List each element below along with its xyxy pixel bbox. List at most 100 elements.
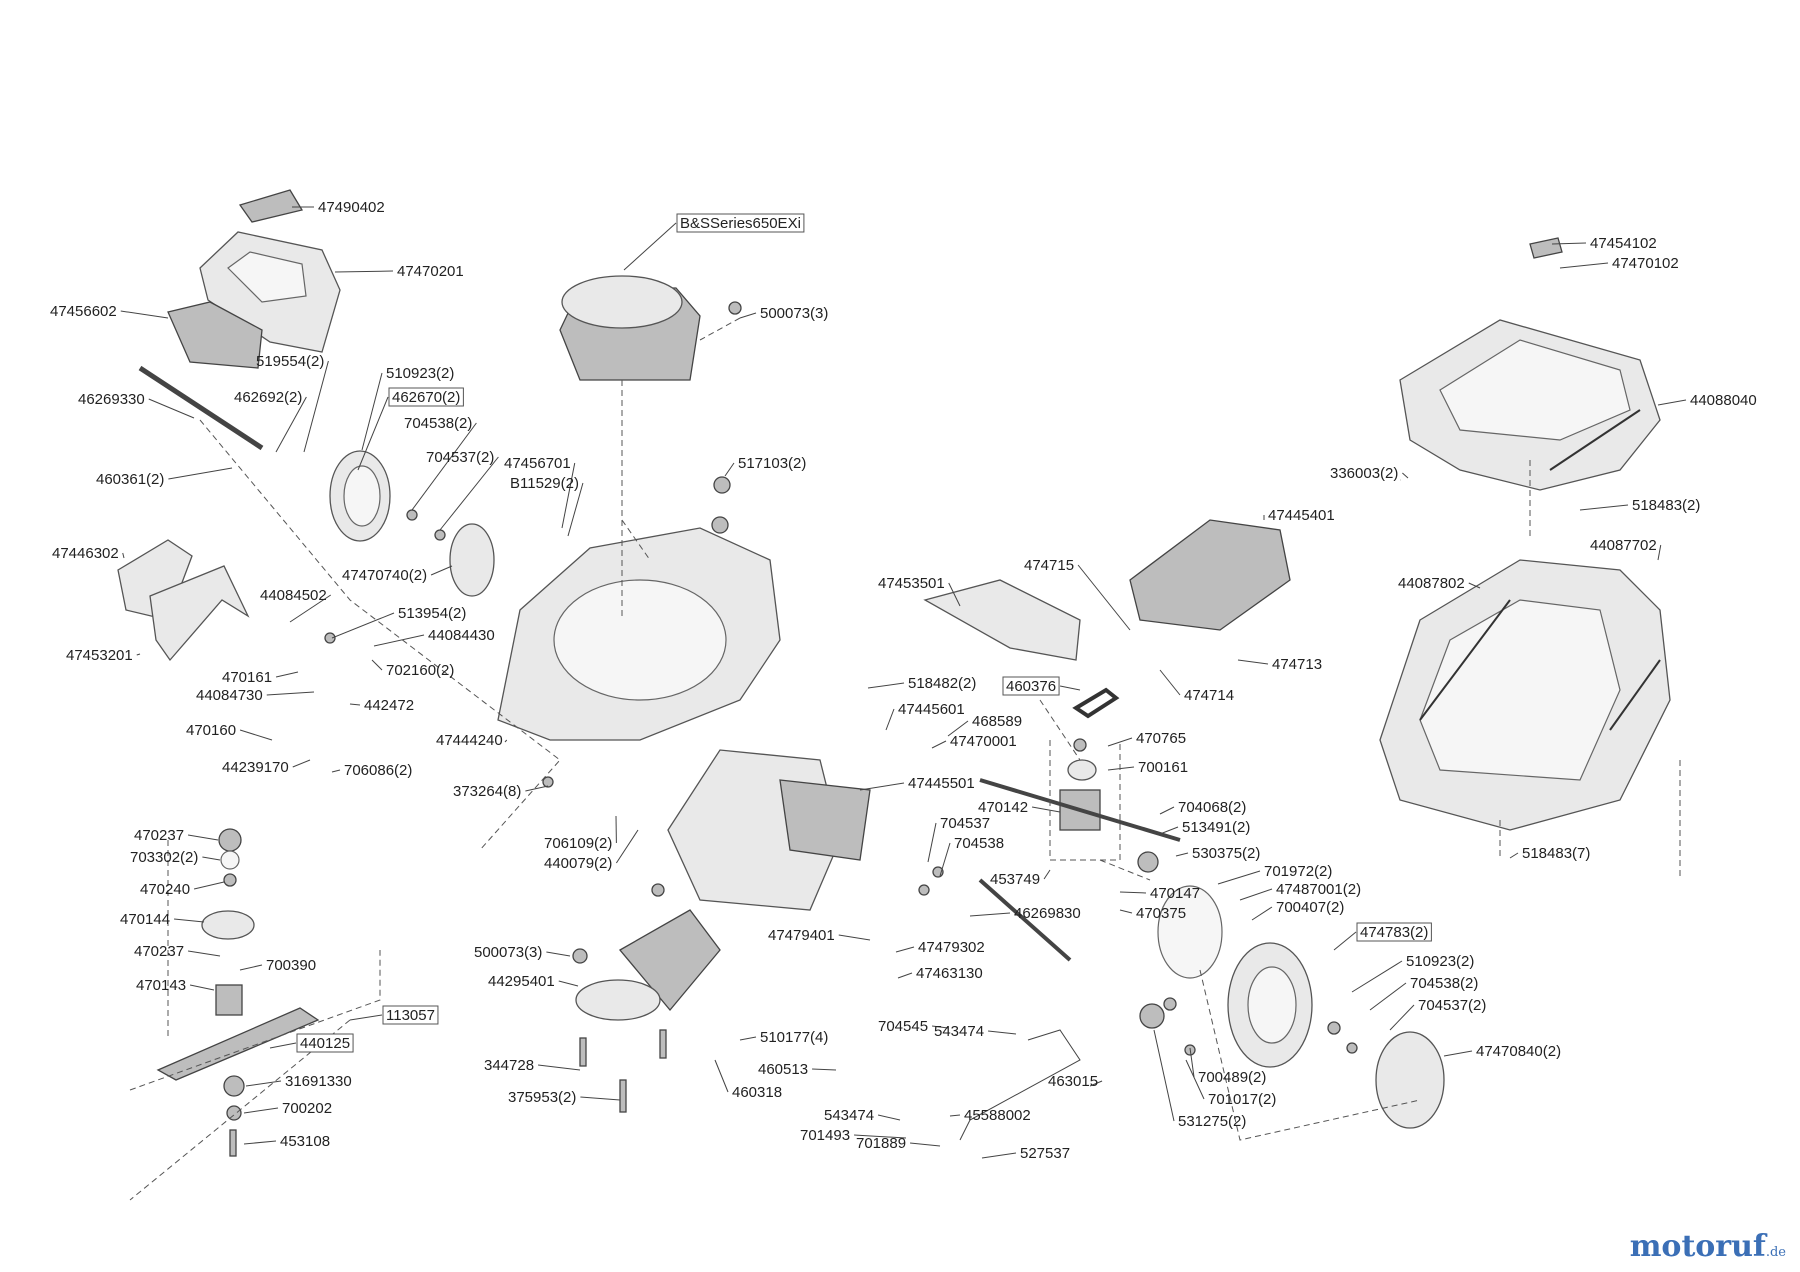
part-label-518483-2: 518483(2) xyxy=(1632,497,1700,514)
part-shapes xyxy=(117,189,1671,1157)
leader-44084502 xyxy=(289,594,332,623)
rear-left-wheel-hub xyxy=(343,465,381,527)
part-label-518483-7: 518483(7) xyxy=(1522,845,1590,862)
part-label-b-sseries650exi: B&SSeries650EXi xyxy=(680,215,801,232)
leader-510177-4 xyxy=(739,1036,757,1041)
leader-701493 xyxy=(854,1134,907,1139)
part-label-47456701: 47456701 xyxy=(504,455,571,472)
leader-47446302 xyxy=(122,552,125,559)
drive-belt xyxy=(1072,687,1120,719)
part-label-47445501: 47445501 xyxy=(908,775,975,792)
leader-703302-2 xyxy=(202,856,221,861)
assembly-guide-line xyxy=(1039,699,1081,761)
part-label-box-462670-2 xyxy=(388,387,464,407)
leader-513954-2 xyxy=(331,612,395,639)
rear-right-wheel-hub xyxy=(1247,966,1297,1044)
leader-47444240 xyxy=(504,739,508,743)
part-label-470765: 470765 xyxy=(1136,730,1186,747)
leader-b-sseries650exi xyxy=(623,222,677,271)
leader-700161 xyxy=(1107,766,1135,771)
leader-468589 xyxy=(947,720,969,737)
part-label-47444240: 47444240 xyxy=(436,732,503,749)
leader-453749 xyxy=(1043,869,1051,880)
part-label-704545: 704545 xyxy=(878,1018,928,1035)
leader-47470001 xyxy=(931,740,947,749)
handle-bracket-rod xyxy=(138,365,264,451)
leader-700202 xyxy=(243,1107,279,1114)
part-label-440125: 440125 xyxy=(300,1035,350,1052)
part-label-460361-2: 460361(2) xyxy=(96,471,164,488)
leader-453108 xyxy=(243,1140,277,1145)
part-label-47470201: 47470201 xyxy=(397,263,464,280)
part-label-704068-2: 704068(2) xyxy=(1178,799,1246,816)
leader-470143 xyxy=(189,984,215,991)
leader-470147 xyxy=(1119,891,1147,894)
leader-543474a xyxy=(988,1030,1017,1035)
rear-left-nut xyxy=(434,529,446,541)
part-label-700390: 700390 xyxy=(266,957,316,974)
leader-47470840-2 xyxy=(1443,1050,1473,1057)
leader-44087802 xyxy=(1468,582,1481,589)
part-label-704538: 704538 xyxy=(954,835,1004,852)
part-label-706109-2: 706109(2) xyxy=(544,835,612,852)
handle-cover-inner xyxy=(227,251,307,303)
leader-47470201 xyxy=(334,270,394,273)
leader-518483-7 xyxy=(1509,852,1519,859)
part-label-704538-2-b: 704538(2) xyxy=(1410,975,1478,992)
leader-474714 xyxy=(1159,669,1181,696)
part-label-31691330: 31691330 xyxy=(285,1073,352,1090)
part-label-510923-2-a: 510923(2) xyxy=(386,365,454,382)
leader-470765 xyxy=(1107,737,1133,747)
part-label-460513: 460513 xyxy=(758,1061,808,1078)
part-label-527537: 527537 xyxy=(1020,1145,1070,1162)
part-label-700202: 700202 xyxy=(282,1100,332,1117)
part-label-513491-2: 513491(2) xyxy=(1182,819,1250,836)
leader-44295401 xyxy=(558,980,579,987)
part-label-470237a: 470237 xyxy=(134,827,184,844)
part-label-704538-2-a: 704538(2) xyxy=(404,415,472,432)
drive-pinion xyxy=(1139,1003,1165,1029)
part-label-470143: 470143 xyxy=(136,977,186,994)
part-label-45588002: 45588002 xyxy=(964,1107,1031,1124)
part-label-700161: 700161 xyxy=(1138,759,1188,776)
part-label-47446302: 47446302 xyxy=(52,545,119,562)
gearbox-pulley xyxy=(1067,759,1097,781)
leader-463015 xyxy=(1089,1080,1103,1087)
leader-704068-2 xyxy=(1159,806,1175,815)
leader-47487001-2 xyxy=(1239,888,1273,901)
part-label-701972-2: 701972(2) xyxy=(1264,863,1332,880)
leader-519554-2 xyxy=(303,360,329,453)
part-label-47445401: 47445401 xyxy=(1268,507,1335,524)
leader-b11529-2 xyxy=(567,482,584,537)
watermark-name: motoruf xyxy=(1629,1229,1766,1264)
part-label-47456602: 47456602 xyxy=(50,303,117,320)
leader-31691330 xyxy=(245,1080,282,1087)
part-label-704537-2-a: 704537(2) xyxy=(426,449,494,466)
drive-shaft xyxy=(979,778,1181,842)
part-label-box-113057 xyxy=(382,1005,439,1025)
part-label-543474b: 543474 xyxy=(824,1107,874,1124)
leader-527537 xyxy=(981,1152,1017,1159)
part-label-47479302: 47479302 xyxy=(918,939,985,956)
rear-left-washer xyxy=(406,509,418,521)
part-label-500073-3-b: 500073(3) xyxy=(474,944,542,961)
part-label-47463130: 47463130 xyxy=(916,965,983,982)
leader-47454102 xyxy=(1551,242,1587,245)
leader-47453501 xyxy=(948,582,961,607)
part-label-510177-4: 510177(4) xyxy=(760,1029,828,1046)
part-label-44087702: 44087702 xyxy=(1590,537,1657,554)
part-label-113057: 113057 xyxy=(386,1007,435,1024)
part-label-44088040: 44088040 xyxy=(1690,392,1757,409)
leader-700489-2 xyxy=(1189,1047,1195,1078)
leader-704545 xyxy=(932,1025,949,1029)
part-label-box-460376 xyxy=(1002,676,1060,696)
leader-702160-2 xyxy=(371,659,383,671)
part-label-47479401: 47479401 xyxy=(768,927,835,944)
leader-47445501 xyxy=(859,782,905,791)
part-label-47445601: 47445601 xyxy=(898,701,965,718)
leader-lines xyxy=(120,206,1687,1201)
part-label-453749: 453749 xyxy=(990,871,1040,888)
part-label-47470001: 47470001 xyxy=(950,733,1017,750)
leader-701889 xyxy=(910,1142,941,1147)
leader-44087702 xyxy=(1657,544,1662,561)
